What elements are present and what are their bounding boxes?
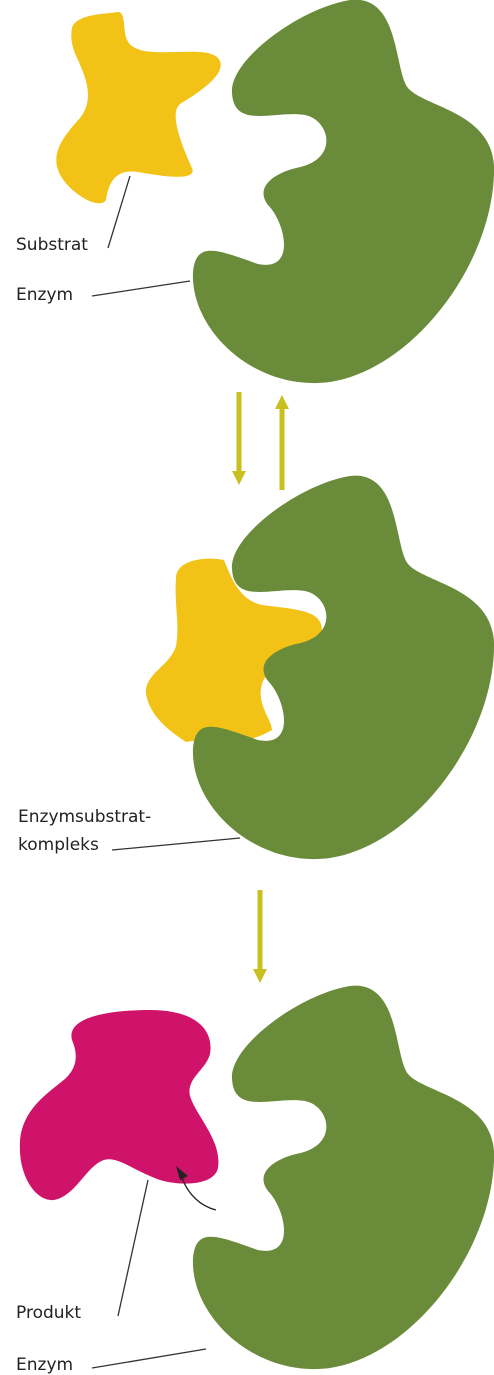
product-shape [20,1010,219,1200]
substrate-shape [56,12,220,203]
enzyme-label: Enzym [16,1355,73,1375]
substrate-label: Substrat [16,235,88,255]
complex-label-line1: Enzymsubstrat- [18,807,151,827]
stage-2: Enzymsubstrat- kompleks [18,476,494,859]
enzyme-shape [193,986,494,1369]
enzyme-leader-line [92,281,190,296]
enzyme-label: Enzym [16,285,73,305]
product-leader-line [118,1180,148,1316]
complex-label-line2: kompleks [18,835,99,855]
substrate-leader-line [108,176,130,248]
product-label: Produkt [16,1303,81,1323]
enzyme-shape [193,0,494,383]
equilibrium-arrows [239,392,282,490]
enzyme-leader-line [92,1349,206,1368]
complex-leader-line [112,838,240,850]
stage-1: Substrat Enzym [16,0,494,383]
stage-3: Produkt Enzym [16,986,494,1375]
